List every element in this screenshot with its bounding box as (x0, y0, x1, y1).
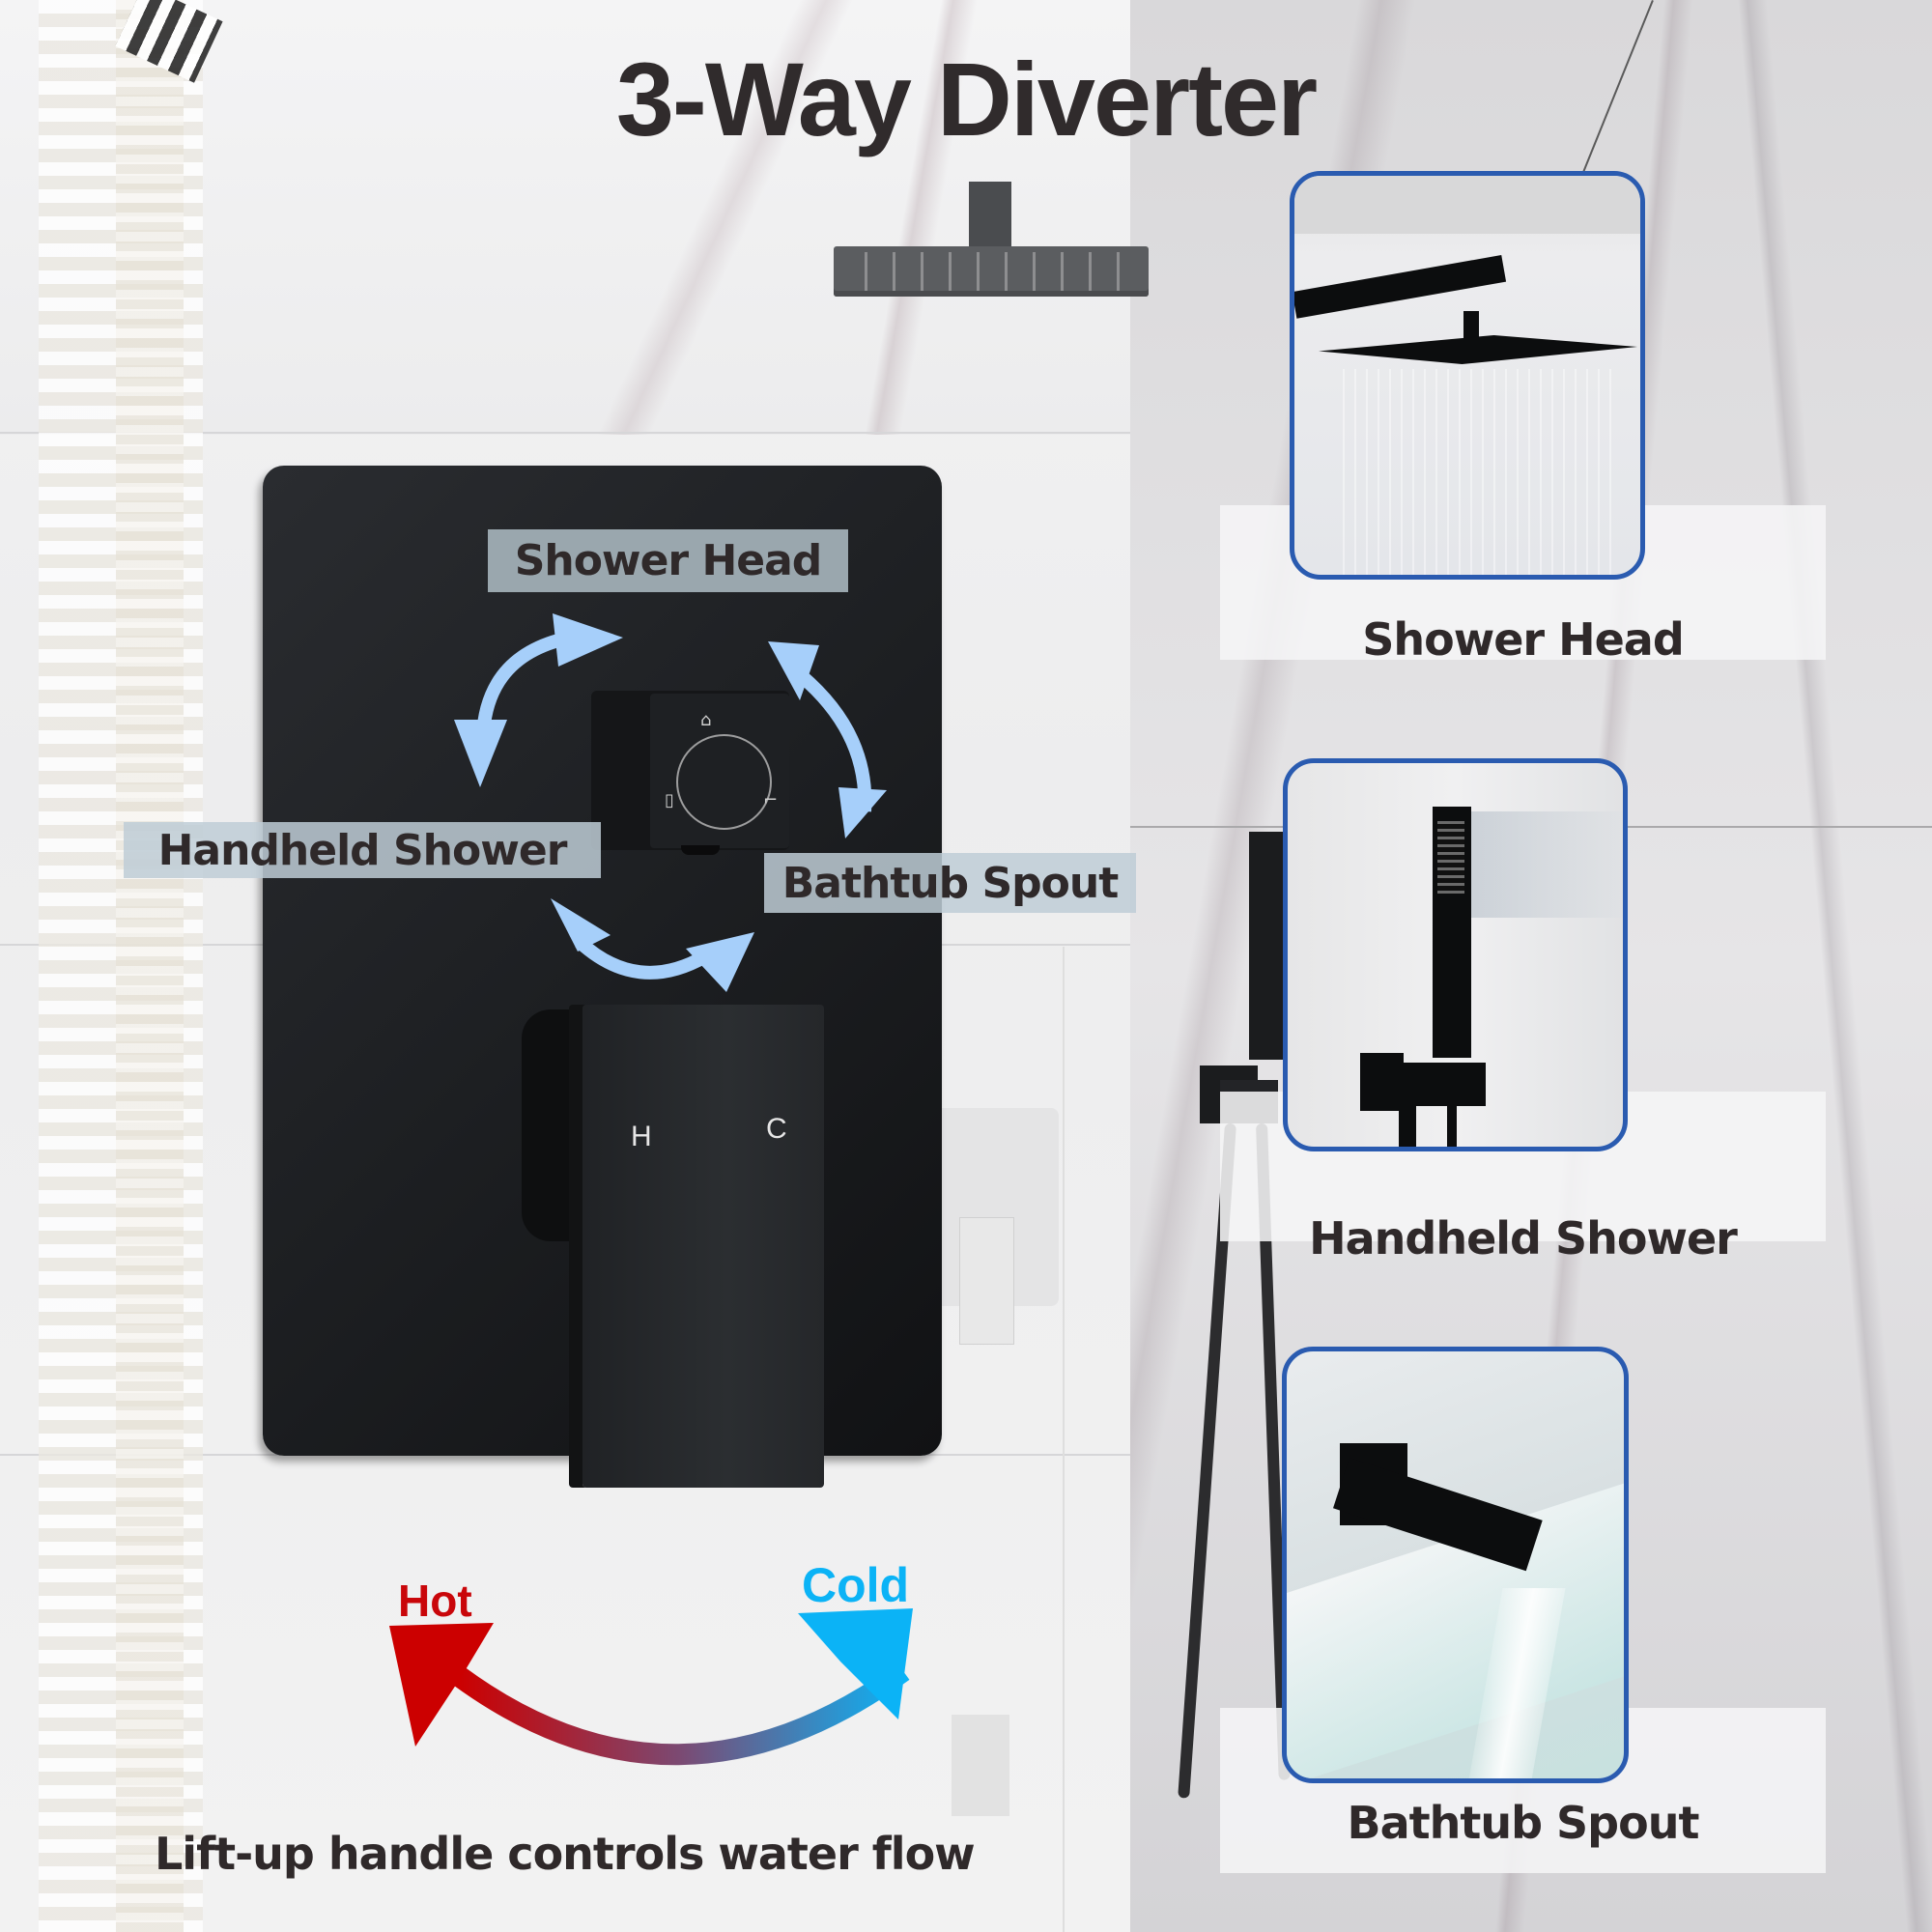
rain-shower-head (834, 246, 1149, 297)
page-title: 3-Way Diverter (615, 41, 1318, 157)
cold-label: Cold (802, 1558, 910, 1612)
temperature-lever-handle[interactable] (582, 1005, 824, 1488)
rain-shower-arm (969, 182, 1011, 249)
card-shower-head (1290, 171, 1645, 580)
spray (1471, 811, 1623, 918)
background-handheld-shower (1249, 832, 1288, 1060)
hot-label: Hot (398, 1576, 472, 1626)
rain-shower-head-photo (1319, 335, 1637, 364)
supply-pipe (1399, 1106, 1416, 1147)
shower-neck (1463, 311, 1479, 340)
card-caption-bathtub-spout: Bathtub Spout (1347, 1797, 1700, 1849)
cold-mark: C (766, 1113, 787, 1145)
card-bathtub-spout (1282, 1347, 1629, 1783)
card-handheld-shower (1283, 758, 1628, 1151)
tile-line (1063, 947, 1065, 1932)
tile-line (0, 432, 1130, 434)
label-shower-head: Shower Head (488, 529, 848, 592)
ceiling (1294, 176, 1640, 234)
label-handheld-shower: Handheld Shower (124, 822, 601, 878)
holder-bracket (1394, 1063, 1486, 1106)
spray-face (1437, 821, 1464, 894)
faint-spout (952, 1715, 1009, 1816)
handheld-symbol-icon: ▯ (665, 790, 674, 810)
spout-symbol-icon: ⌐ (763, 790, 779, 810)
card-caption-shower-head: Shower Head (1362, 613, 1685, 666)
shower-arm (1294, 255, 1507, 319)
label-bathtub-spout: Bathtub Spout (764, 853, 1136, 913)
water-stream (1343, 369, 1613, 575)
diverter-rotation-ring-icon (676, 734, 772, 830)
shower-head-symbol-icon: ⌂ (700, 710, 712, 730)
hose (1447, 1106, 1457, 1147)
card-caption-handheld-shower: Handheld Shower (1309, 1212, 1738, 1264)
hot-mark: H (631, 1121, 652, 1152)
faint-valve-handle (959, 1217, 1014, 1345)
shower-curtain-lace (116, 0, 184, 1932)
handle-caption: Lift-up handle controls water flow (155, 1828, 976, 1880)
knob-base (681, 845, 720, 855)
